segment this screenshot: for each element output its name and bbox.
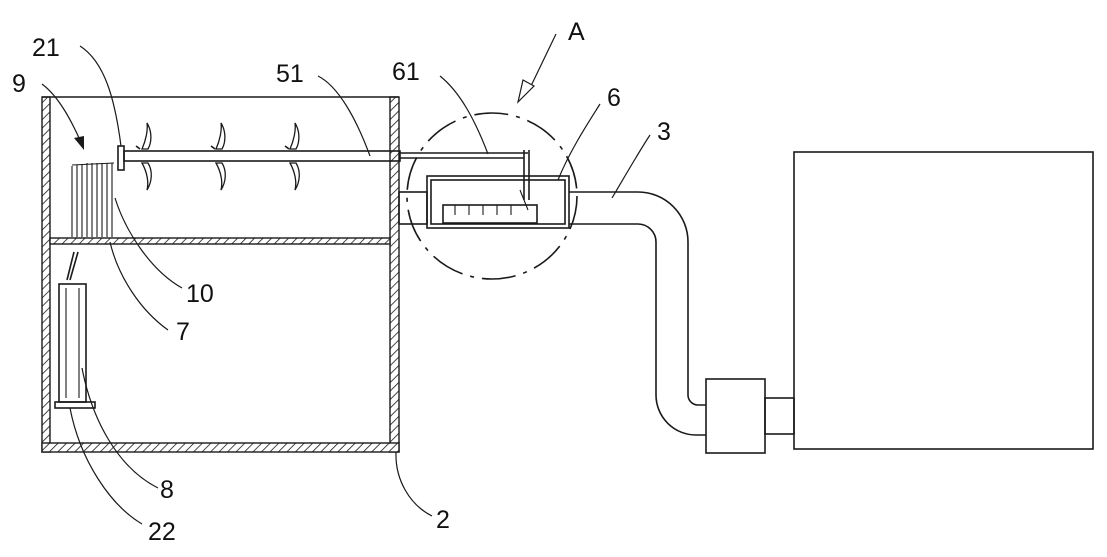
blade (210, 122, 226, 191)
leader-9 (41, 83, 81, 141)
leader-6 (557, 103, 601, 181)
leader-8 (81, 367, 159, 489)
shaft-end-block (117, 145, 125, 171)
leader-22 (69, 407, 143, 525)
callout-2: 2 (436, 506, 450, 534)
callout-9: 9 (12, 70, 26, 98)
leader-3 (611, 134, 651, 199)
callout-3: 3 (657, 118, 671, 146)
callout-8: 8 (160, 476, 174, 504)
leader-A (529, 33, 557, 89)
shaft (123, 150, 401, 162)
filter-box (426, 175, 570, 229)
cylinder-base (54, 401, 96, 409)
box-outer (426, 175, 570, 229)
callout-6: 6 (607, 84, 621, 112)
callout-51: 51 (276, 60, 304, 88)
inner-comb (442, 189, 538, 224)
leader-51 (317, 75, 371, 157)
lower-cylinder (54, 283, 96, 409)
box-inner (430, 179, 566, 225)
pump-coupling (764, 397, 795, 435)
leader-10 (114, 197, 183, 289)
callout-A: A (568, 18, 585, 46)
leader-2 (395, 451, 433, 517)
pump-unit (705, 378, 766, 454)
arrow-9 (74, 136, 84, 150)
blade (284, 122, 300, 191)
leader-21 (79, 45, 122, 147)
blade (135, 122, 152, 191)
tank-housing (41, 96, 400, 453)
arrow-A (516, 79, 535, 104)
callout-22: 22 (148, 518, 176, 546)
rotating-shaft (117, 122, 401, 191)
filter-coil (71, 162, 115, 237)
callout-10: 10 (186, 280, 214, 308)
linkage (400, 150, 530, 200)
detail-circle-A (406, 112, 578, 280)
link-rod-2 (69, 251, 79, 281)
callout-21: 21 (32, 34, 60, 62)
collection-box (793, 151, 1094, 450)
partition-plate (49, 237, 391, 245)
outlet-connector (398, 191, 428, 225)
link-rod (66, 251, 75, 281)
leader-7 (109, 241, 169, 331)
tank-left-wall (41, 96, 51, 453)
callout-61: 61 (392, 58, 420, 86)
tank-bottom-wall (41, 442, 400, 453)
pipe (569, 191, 706, 436)
leader-61 (439, 75, 489, 155)
callout-7: 7 (176, 318, 190, 346)
